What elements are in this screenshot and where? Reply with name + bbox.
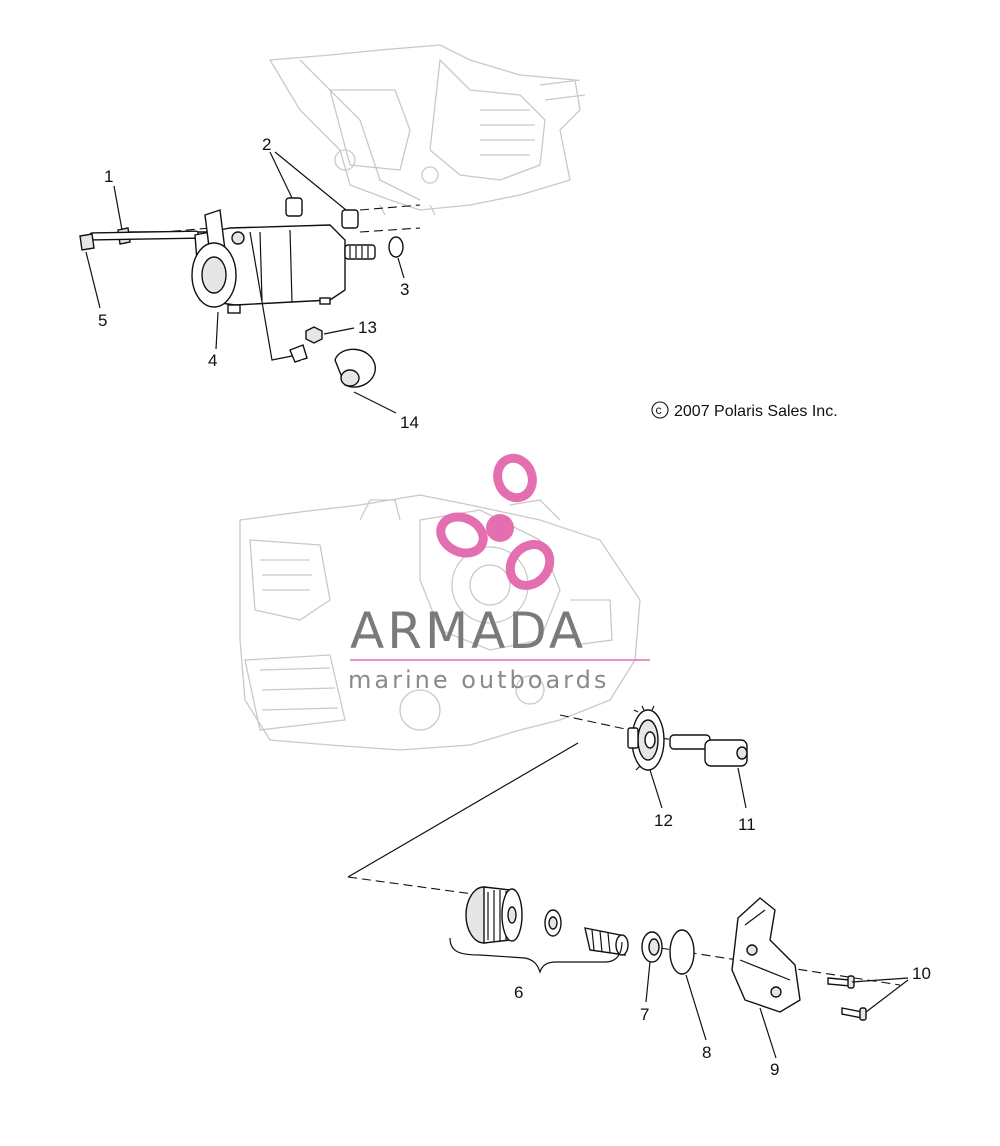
callout-7: 7 bbox=[640, 1005, 649, 1024]
callout-14: 14 bbox=[400, 413, 419, 432]
starter-drive bbox=[465, 886, 629, 956]
copyright-text: 2007 Polaris Sales Inc. bbox=[674, 403, 838, 420]
armada-watermark: ARMADA marine outboards bbox=[348, 453, 650, 694]
callout-3: 3 bbox=[400, 280, 409, 299]
callout-8: 8 bbox=[702, 1043, 711, 1062]
callout-5: 5 bbox=[98, 311, 107, 330]
leader-lines-bottom bbox=[645, 767, 909, 1059]
drive-gears bbox=[347, 705, 901, 1021]
callout-10: 10 bbox=[912, 964, 931, 983]
dowel-bushings bbox=[285, 197, 359, 229]
bearing bbox=[641, 931, 663, 963]
callout-13: 13 bbox=[358, 318, 377, 337]
gear-shaft bbox=[669, 734, 748, 767]
copyright-notice: c 2007 Polaris Sales Inc. bbox=[651, 401, 838, 420]
starter-cable bbox=[289, 344, 376, 404]
starter-cover bbox=[731, 897, 801, 1013]
idler-gear bbox=[627, 705, 665, 771]
callout-1: 1 bbox=[104, 167, 113, 186]
mounting-bolt-lower bbox=[79, 230, 199, 251]
callout-9: 9 bbox=[770, 1060, 779, 1079]
starter-motor bbox=[191, 209, 376, 314]
engine-ghost-top bbox=[268, 44, 586, 216]
bracket-6 bbox=[449, 937, 623, 974]
leader-lines-top bbox=[85, 151, 405, 414]
armada-logo-icon bbox=[436, 453, 555, 590]
o-ring-large bbox=[669, 929, 695, 975]
callout-4: 4 bbox=[208, 351, 217, 370]
callout-2: 2 bbox=[262, 135, 271, 154]
armada-brand: ARMADA bbox=[350, 602, 586, 660]
o-ring-small bbox=[388, 236, 404, 258]
cover-screws bbox=[827, 975, 867, 1021]
callout-6: 6 bbox=[514, 983, 523, 1002]
callout-11: 11 bbox=[738, 815, 756, 834]
nut bbox=[305, 326, 323, 344]
armada-tagline: marine outboards bbox=[348, 666, 609, 694]
copyright-symbol: c bbox=[656, 403, 662, 417]
starter-assembly bbox=[79, 197, 421, 404]
callout-12: 12 bbox=[654, 811, 673, 830]
